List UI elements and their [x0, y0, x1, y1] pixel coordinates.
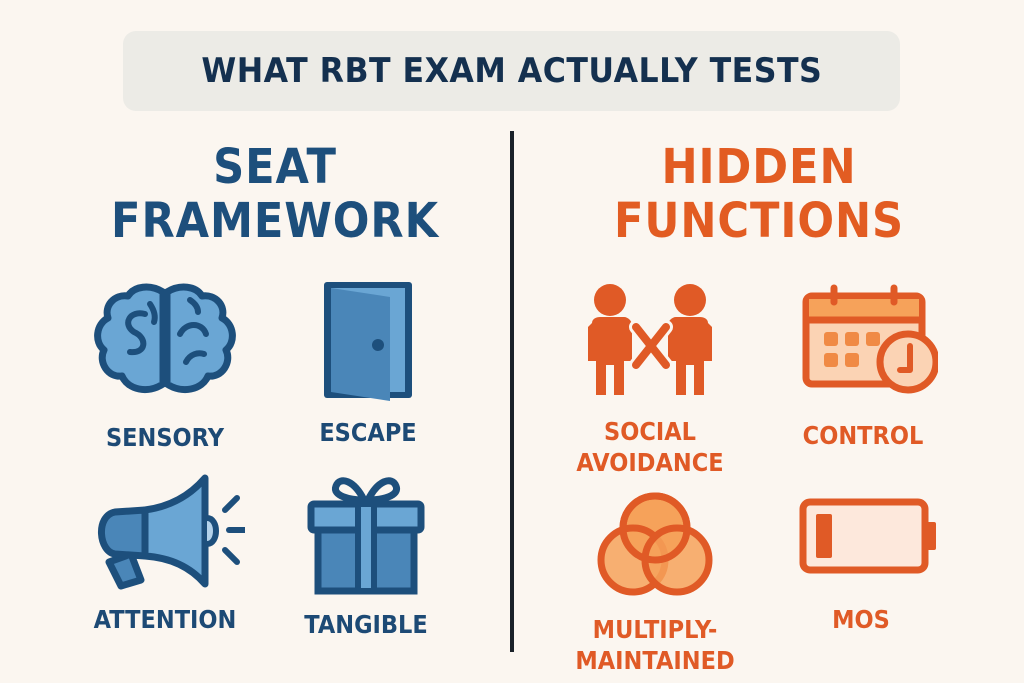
title-banner: WHAT RBT EXAM ACTUALLY TESTS — [123, 31, 900, 111]
heading-line-1: HIDDEN — [661, 139, 857, 195]
item-mos: MOS — [761, 498, 961, 635]
megaphone-icon — [98, 474, 245, 590]
item-label: ESCAPE — [319, 418, 417, 447]
page-title: WHAT RBT EXAM ACTUALLY TESTS — [201, 51, 822, 91]
item-label-line-2: AVOIDANCE — [576, 448, 724, 477]
item-sensory: SENSORY — [65, 282, 265, 453]
heading-line-1: SEAT — [213, 139, 337, 195]
gift-icon — [307, 477, 425, 595]
hidden-functions-heading: HIDDEN FUNCTIONS — [514, 140, 1004, 248]
item-label-line-1: SOCIAL — [604, 417, 696, 446]
item-multiply-maintained: MULTIPLY- MAINTAINED — [555, 492, 755, 676]
item-attention: ATTENTION — [65, 472, 265, 635]
item-label: CONTROL — [802, 421, 924, 450]
item-label-line-2: MAINTAINED — [575, 646, 735, 675]
item-label: ATTENTION — [93, 605, 237, 634]
item-control: CONTROL — [763, 284, 963, 451]
door-icon — [324, 282, 412, 401]
item-label: SENSORY — [105, 423, 225, 452]
seat-framework-heading: SEAT FRAMEWORK — [40, 140, 510, 248]
item-label: TANGIBLE — [304, 610, 428, 639]
item-social-avoidance: SOCIAL AVOIDANCE — [550, 283, 750, 478]
people-x-icon — [588, 284, 712, 395]
item-escape: ESCAPE — [268, 279, 468, 448]
item-label: MOS — [832, 605, 890, 634]
brain-icon — [94, 283, 236, 394]
item-tangible: TANGIBLE — [266, 470, 466, 640]
item-label-line-1: MULTIPLY- — [592, 615, 718, 644]
heading-line-2: FRAMEWORK — [111, 193, 439, 249]
calendar-clock-icon — [802, 284, 938, 394]
low-battery-icon — [799, 498, 936, 574]
center-divider — [510, 131, 514, 652]
venn-circles-icon — [597, 492, 713, 596]
heading-line-2: FUNCTIONS — [613, 193, 905, 249]
